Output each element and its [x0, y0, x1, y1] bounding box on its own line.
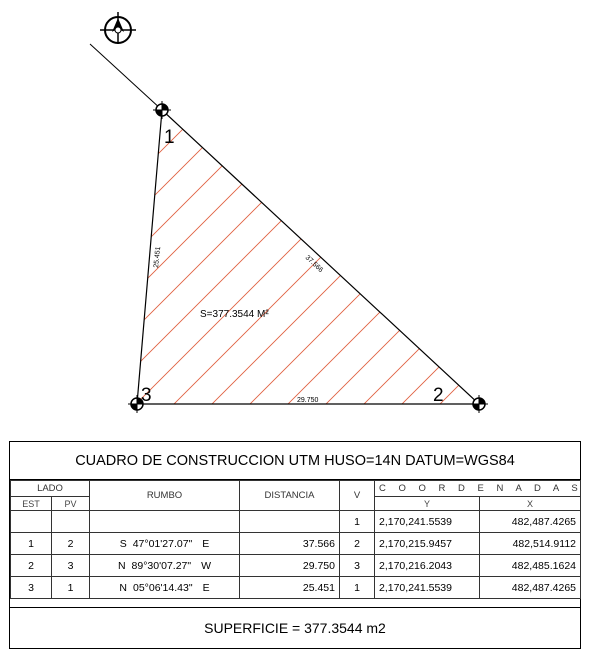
site-plan: 1 2 3 37.566 29.750 25.451 S=377.3544 M² [0, 12, 590, 420]
header-v: V [339, 480, 375, 511]
cell-est: 1 [10, 532, 52, 555]
cell-y: 2,170,241.5539 [374, 576, 480, 599]
header-lado: LADO [10, 480, 90, 497]
rumbo-angle: 89°30'07.27" [131, 559, 192, 572]
cell-pv [51, 510, 90, 533]
rumbo-dir2: E [202, 537, 210, 550]
north-arrow-icon [100, 12, 136, 44]
vertex-marker-2 [470, 395, 488, 413]
header-x: X [478, 496, 582, 511]
hatch-line [423, 110, 479, 404]
hatch-line [233, 110, 479, 404]
hatch-line [137, 110, 375, 404]
hatch-line [137, 110, 223, 404]
vertex-label-2: 2 [433, 385, 444, 406]
hatch-line [195, 110, 479, 404]
hatch-line [137, 110, 261, 404]
cell-y: 2,170,241.5539 [374, 510, 480, 533]
area-hatch [0, 90, 590, 420]
table-title: CUADRO DE CONSTRUCCION UTM HUSO=14N DATU… [10, 442, 580, 480]
cell-x: 482,487.4265 [478, 510, 582, 533]
header-distancia: DISTANCIA [239, 480, 340, 511]
cell-v: 1 [339, 576, 375, 599]
cell-x: 482,485.1624 [478, 554, 582, 577]
hatch-line [576, 90, 590, 420]
header-pv: PV [51, 496, 90, 511]
cell-v: 3 [339, 554, 375, 577]
hatch-line [538, 90, 590, 420]
rumbo-dir1: N [117, 559, 126, 572]
header-coordenadas: C O O R D E N A D A S [373, 480, 582, 497]
rumbo-dir2: E [202, 581, 210, 594]
construction-table: CUADRO DE CONSTRUCCION UTM HUSO=14N DATU… [9, 441, 582, 649]
side-label-2-3: 29.750 [297, 397, 319, 404]
cell-y: 2,170,215.9457 [374, 532, 480, 555]
cell-est [10, 510, 52, 533]
cell-x: 482,487.4265 [478, 576, 582, 599]
hatch-line [500, 90, 590, 420]
cell-est: 3 [10, 576, 52, 599]
hatch-line [137, 110, 147, 404]
cell-rumbo: N 89°30'07.27" W [89, 554, 240, 577]
hatch-line [0, 90, 32, 420]
hatch-line [0, 90, 108, 420]
hatch-line [137, 110, 413, 404]
vertex-label-3: 3 [141, 385, 152, 406]
vertex-marker-1 [153, 101, 171, 119]
cell-v: 2 [339, 532, 375, 555]
rumbo-dir1: N [119, 581, 127, 594]
area-label: S=377.3544 M² [200, 309, 269, 320]
cell-distancia [239, 510, 340, 533]
side-label-3-1: 25.451 [153, 246, 162, 268]
cell-distancia: 29.750 [239, 554, 340, 577]
hatch-line [0, 90, 70, 420]
boundary-polygon [136, 108, 481, 405]
hatch-line [157, 110, 479, 404]
construction-grid: LADO RUMBO DISTANCIA V C O O R D E N A D… [10, 480, 582, 599]
rumbo-angle: 05°06'14.43" [133, 581, 193, 594]
cell-rumbo: N 05°06'14.43" E [89, 576, 240, 599]
hatch-line [137, 110, 299, 404]
cell-rumbo [89, 510, 240, 533]
bearing-line [89, 43, 163, 111]
header-y: Y [374, 496, 480, 511]
rumbo-dir1: S [119, 537, 127, 550]
rumbo-dir2: W [201, 559, 212, 572]
vertex-label-1: 1 [164, 127, 175, 148]
cell-rumbo: S 47°01'27.07" E [89, 532, 240, 555]
cell-distancia: 37.566 [239, 532, 340, 555]
cell-v: 1 [339, 510, 375, 533]
cell-est: 2 [10, 554, 52, 577]
cell-x: 482,514.9112 [478, 532, 582, 555]
header-est: EST [10, 496, 52, 511]
vertex-marker-3 [128, 395, 146, 413]
cell-distancia: 25.451 [239, 576, 340, 599]
hatch-line [385, 110, 479, 404]
surface-total: SUPERFICIE = 377.3544 m2 [10, 607, 580, 648]
rumbo-angle: 47°01'27.07" [132, 537, 193, 550]
header-rumbo: RUMBO [89, 480, 240, 511]
cell-pv: 2 [51, 532, 90, 555]
cell-y: 2,170,216.2043 [374, 554, 480, 577]
cell-pv: 1 [51, 576, 90, 599]
hatch-line [309, 110, 479, 404]
hatch-line [347, 110, 479, 404]
cell-pv: 3 [51, 554, 90, 577]
hatch-line [461, 110, 479, 404]
hatch-line [271, 110, 479, 404]
